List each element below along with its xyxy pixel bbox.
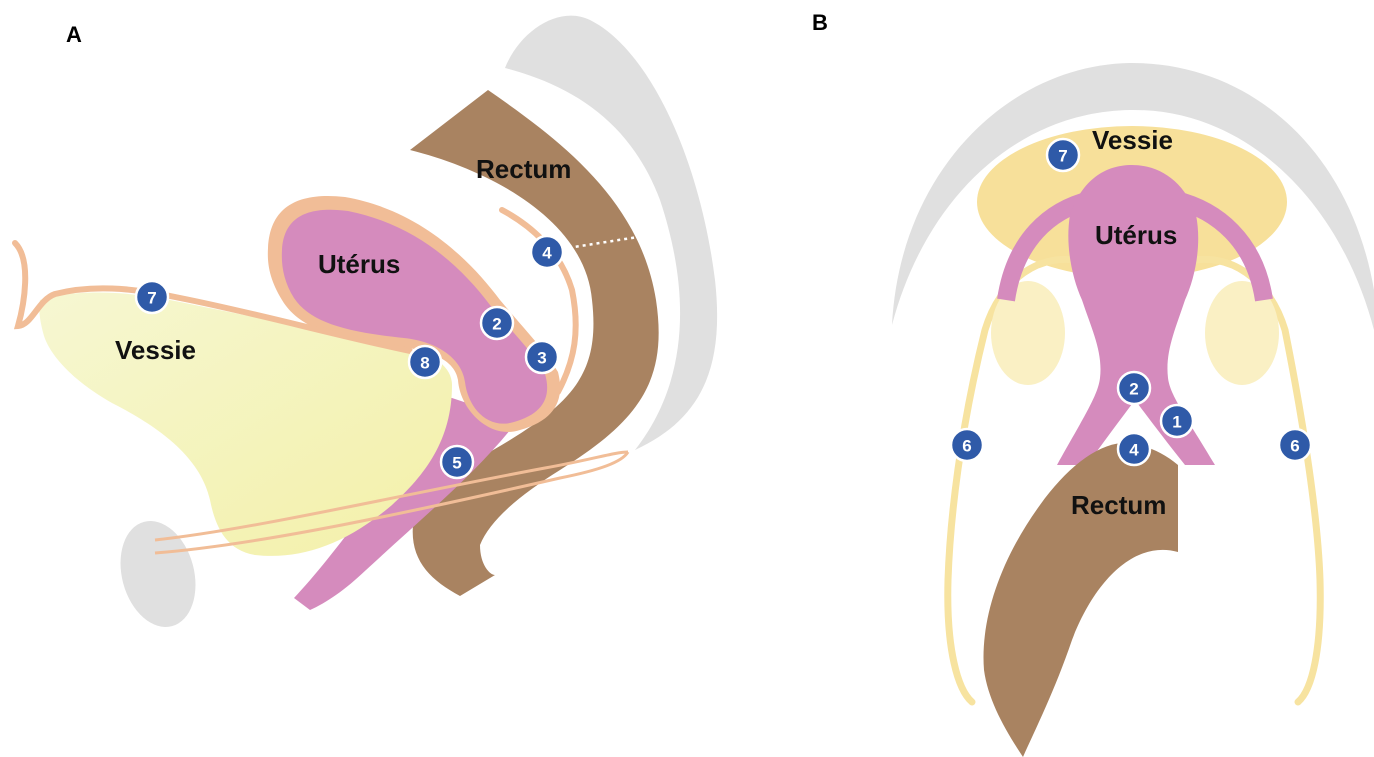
marker-b-2: 2 [1118, 372, 1150, 404]
marker-a-2-text: 2 [492, 315, 501, 334]
marker-b-7-text: 7 [1058, 147, 1067, 166]
marker-a-3: 3 [526, 341, 558, 373]
uterus-label-a: Utérus [318, 249, 400, 279]
marker-a-8: 8 [409, 346, 441, 378]
panel-a: A Rectum Utérus Vessie 7 [15, 16, 717, 636]
marker-b-1: 1 [1161, 405, 1193, 437]
panel-a-letter: A [66, 22, 82, 47]
marker-b-2-text: 2 [1129, 380, 1138, 399]
panel-b: B Vessie Utérus Rectum 7 2 [812, 10, 1374, 757]
marker-a-5-text: 5 [452, 454, 461, 473]
marker-a-4-text: 4 [542, 244, 552, 263]
marker-b-4: 4 [1118, 433, 1150, 465]
marker-a-8-text: 8 [420, 354, 429, 373]
uterus-label-b: Utérus [1095, 220, 1177, 250]
bladder-label-a: Vessie [115, 335, 196, 365]
marker-a-3-text: 3 [537, 349, 546, 368]
marker-b-6-right: 6 [1279, 429, 1311, 461]
marker-b-6-left: 6 [951, 429, 983, 461]
marker-a-7: 7 [136, 281, 168, 313]
rectum-label-a: Rectum [476, 154, 571, 184]
marker-b-1-text: 1 [1172, 413, 1181, 432]
panel-b-letter: B [812, 10, 828, 35]
marker-b-4-text: 4 [1129, 441, 1139, 460]
marker-b-6-right-text: 6 [1290, 437, 1299, 456]
pubic-bone [109, 513, 206, 636]
marker-a-7-text: 7 [147, 289, 156, 308]
bladder-label-b: Vessie [1092, 125, 1173, 155]
marker-b-7: 7 [1047, 139, 1079, 171]
marker-a-2: 2 [481, 307, 513, 339]
marker-a-4: 4 [531, 236, 563, 268]
rectum-label-b: Rectum [1071, 490, 1166, 520]
marker-b-6-left-text: 6 [962, 437, 971, 456]
marker-a-5: 5 [441, 446, 473, 478]
